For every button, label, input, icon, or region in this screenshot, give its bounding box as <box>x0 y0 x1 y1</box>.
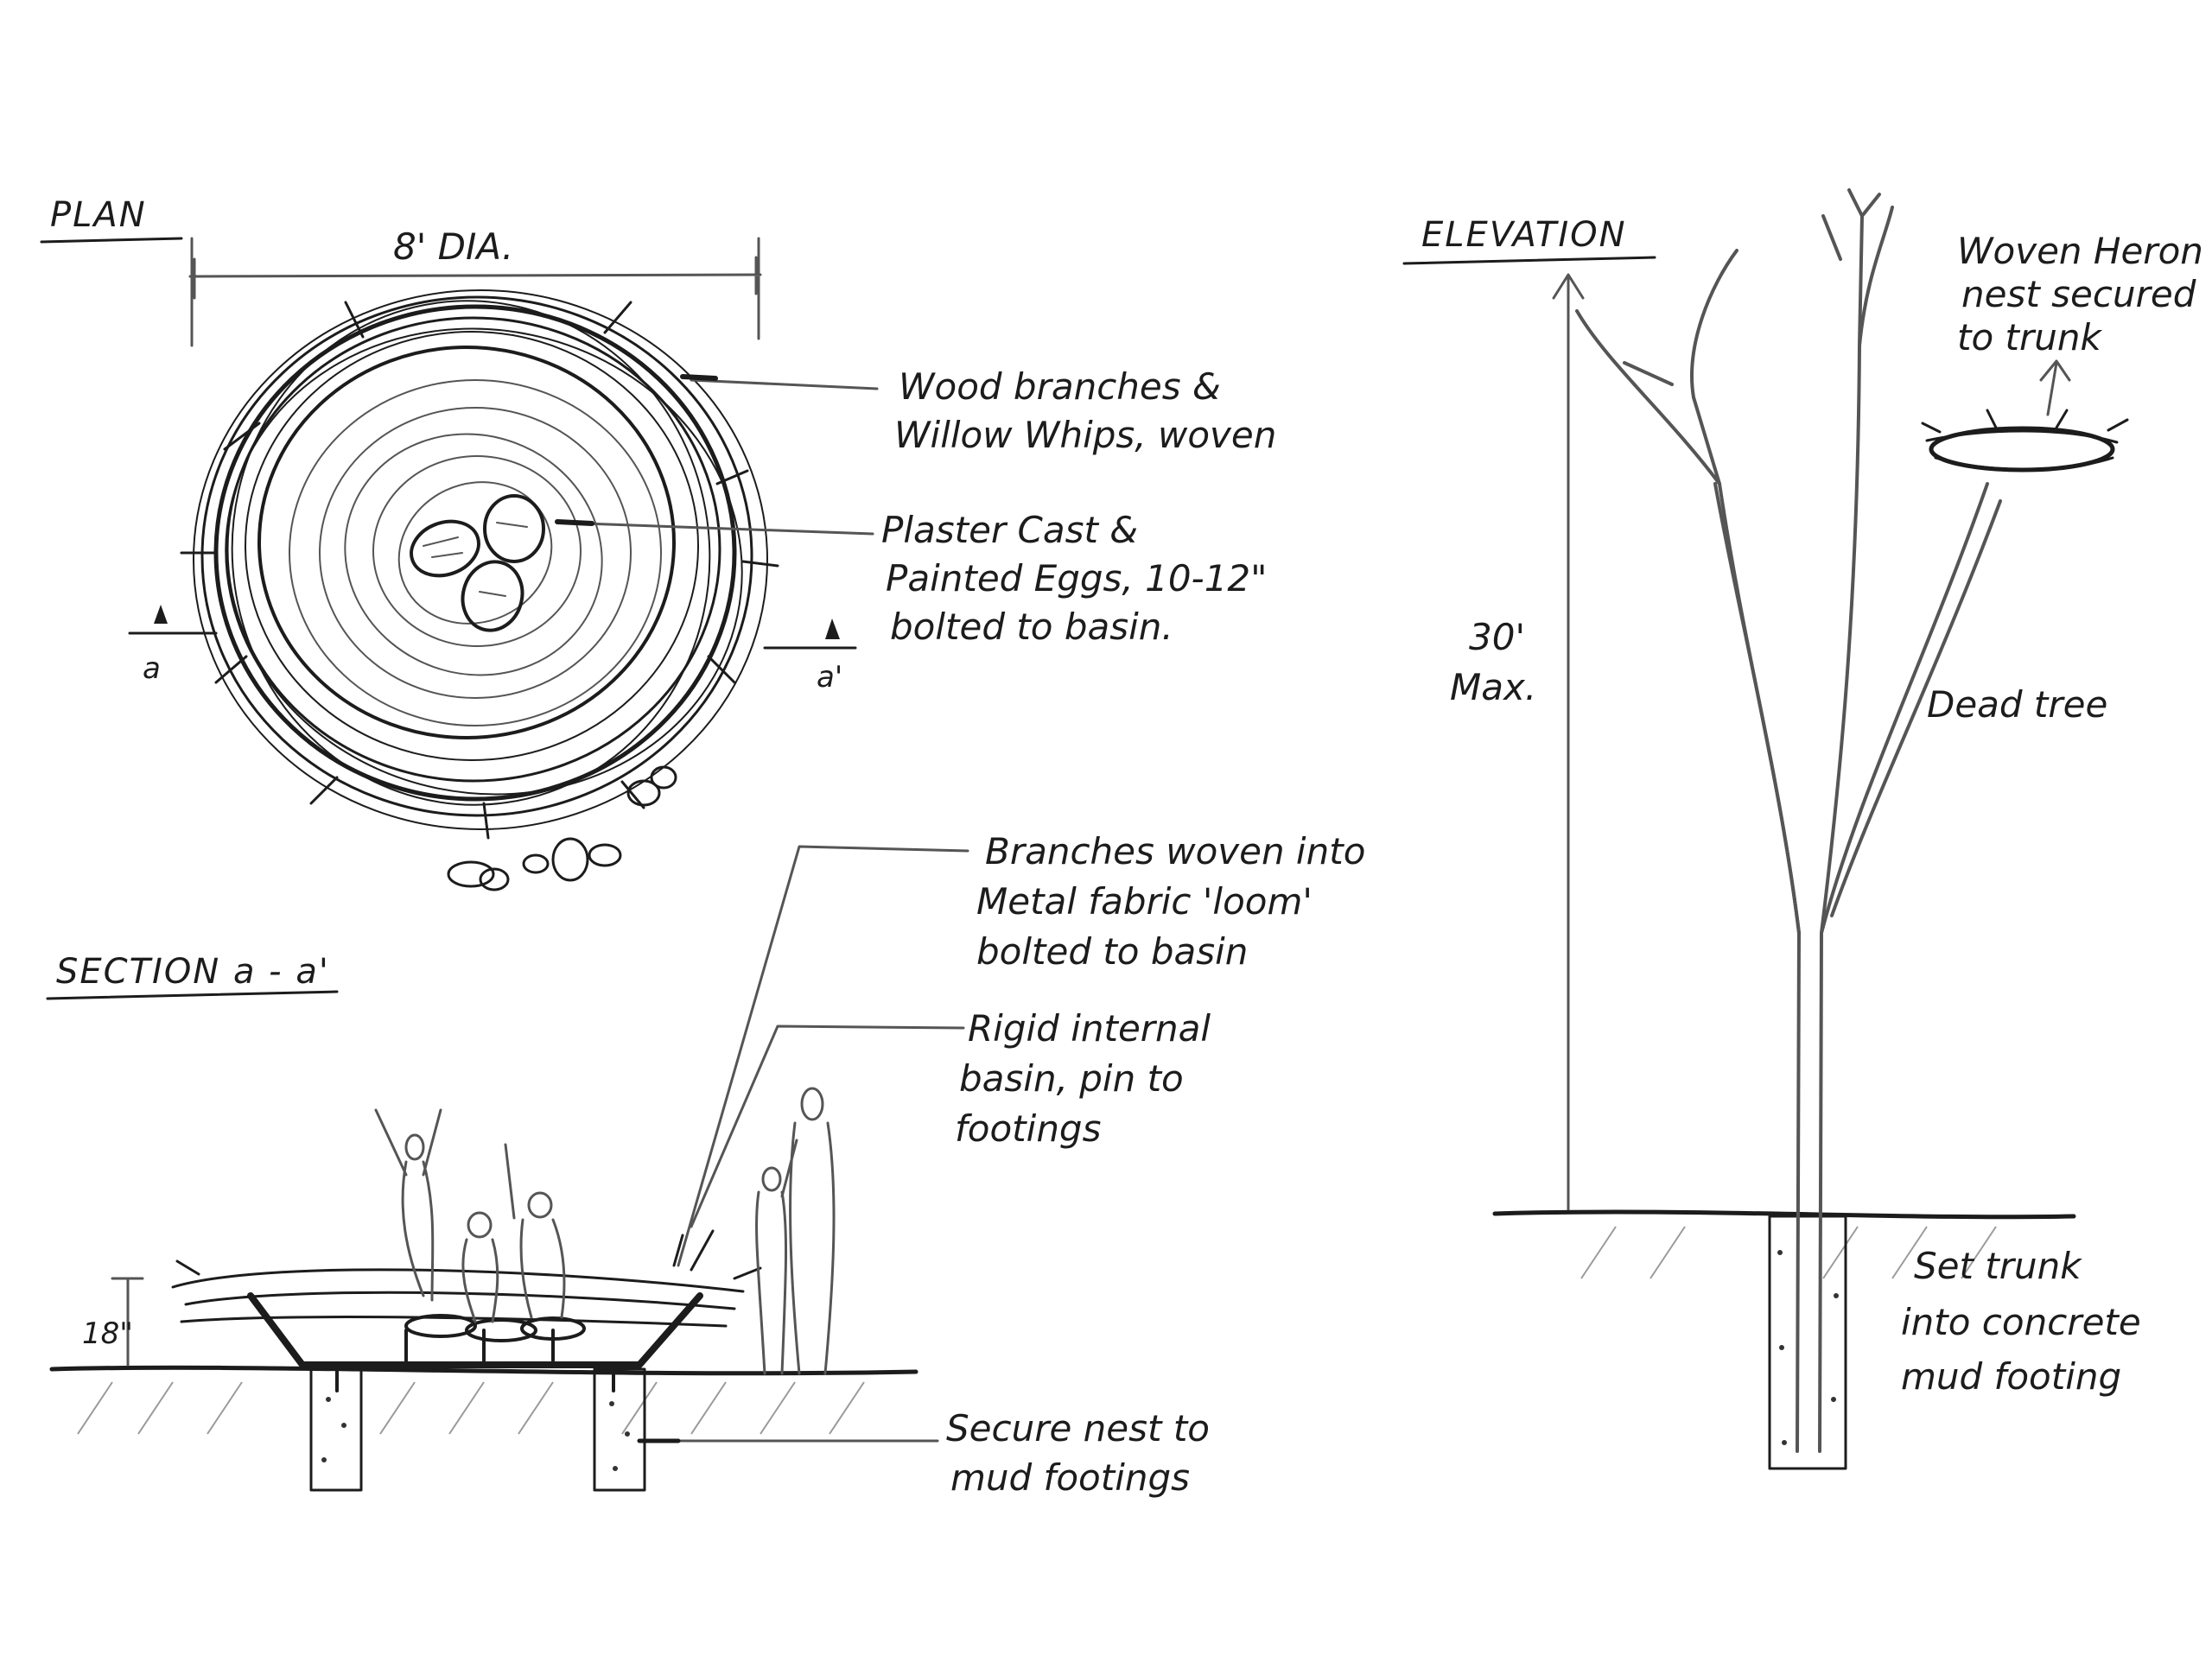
elevation-height-dimension <box>1552 273 1585 1211</box>
plaster-eggs-drawing <box>410 494 545 632</box>
note-basin: Rigid internal basin, pin to footings <box>955 1007 1211 1150</box>
elevation-ground-line <box>1492 1209 2076 1220</box>
section-heading: SECTION a - a' <box>56 952 330 992</box>
section-heading-underline <box>46 990 339 1000</box>
dead-tree-drawing <box>1575 188 2002 1453</box>
plan-heading-underline <box>40 237 183 244</box>
leader-eggs <box>558 521 874 536</box>
elevation-ground-hatch <box>1580 1226 1997 1279</box>
svg-text:Branches woven into: Branches woven into <box>985 830 1365 872</box>
note-loom: Branches woven into Metal fabric 'loom' … <box>976 830 1365 973</box>
scattered-stones <box>447 765 677 891</box>
leader-basin <box>690 1024 965 1228</box>
elevation-heading-underline <box>1402 256 1656 265</box>
svg-text:Metal fabric 'loom': Metal fabric 'loom' <box>976 880 1313 923</box>
section-ground-hatch <box>77 1381 865 1435</box>
svg-text:Willow Whips, woven: Willow Whips, woven <box>894 414 1276 456</box>
svg-text:nest secured: nest secured <box>1961 273 2196 315</box>
svg-text:Secure nest to: Secure nest to <box>946 1407 1210 1449</box>
heron-nest-drawing <box>1921 409 2129 473</box>
svg-text:bolted to basin.: bolted to basin. <box>890 606 1173 648</box>
nest-plan-drawing <box>180 289 779 840</box>
section-view: SECTION a - a' <box>46 830 1365 1499</box>
plan-dimension-label: 8' DIA. <box>393 225 513 268</box>
svg-text:bolted to basin: bolted to basin <box>976 930 1248 973</box>
section-marker-left <box>154 605 168 624</box>
svg-text:Set trunk: Set trunk <box>1914 1245 2082 1287</box>
section-height-label: 18" <box>82 1316 133 1351</box>
section-ground-line <box>49 1365 918 1376</box>
svg-text:Wood branches &: Wood branches & <box>899 365 1221 408</box>
svg-text:into concrete: into concrete <box>1901 1301 2141 1343</box>
people-figures <box>374 1087 836 1375</box>
leader-branches <box>690 378 879 390</box>
svg-text:Woven Heron: Woven Heron <box>1957 230 2203 272</box>
elevation-heading: ELEVATION <box>1421 215 1627 255</box>
leader-loom <box>677 845 969 1267</box>
section-marker-left-label: a <box>143 651 161 686</box>
basin-pins <box>335 1329 615 1392</box>
footing-right <box>593 1367 646 1492</box>
section-marker-right-label: a' <box>817 660 842 695</box>
svg-text:mud footings: mud footings <box>950 1456 1190 1499</box>
note-branches: Wood branches & Willow Whips, woven <box>894 365 1276 456</box>
svg-text:Painted Eggs, 10-12": Painted Eggs, 10-12" <box>886 557 1267 599</box>
note-set-trunk: Set trunk into concrete mud footing <box>1901 1245 2141 1398</box>
plan-dimension-line <box>188 237 762 347</box>
section-marker-right <box>825 618 840 639</box>
svg-text:footings: footings <box>955 1107 1101 1150</box>
note-eggs: Plaster Cast & Painted Eggs, 10-12" bolt… <box>881 509 1267 648</box>
plan-heading: PLAN <box>50 195 147 235</box>
svg-text:Plaster Cast &: Plaster Cast & <box>881 509 1138 551</box>
svg-text:basin, pin to: basin, pin to <box>959 1057 1184 1100</box>
note-heron-nest: Woven Heron nest secured to trunk <box>1957 230 2203 358</box>
svg-text:to trunk: to trunk <box>1957 316 2102 358</box>
section-height-dimension <box>111 1277 144 1367</box>
note-footings: Secure nest to mud footings <box>946 1407 1210 1499</box>
plan-view: PLAN 8' DIA. <box>40 195 1276 891</box>
elevation-height-label-2: Max. <box>1450 666 1536 708</box>
svg-text:Rigid internal: Rigid internal <box>968 1007 1211 1050</box>
leader-heron-nest <box>2039 359 2071 416</box>
concrete-footing <box>1768 1215 1847 1470</box>
rigid-basin <box>247 1292 703 1368</box>
note-dead-tree: Dead tree <box>1927 683 2107 726</box>
elevation-height-label-1: 30' <box>1469 616 1525 658</box>
svg-text:mud footing: mud footing <box>1901 1355 2121 1398</box>
elevation-view: ELEVATION 30' Max. Wov <box>1402 188 2203 1470</box>
